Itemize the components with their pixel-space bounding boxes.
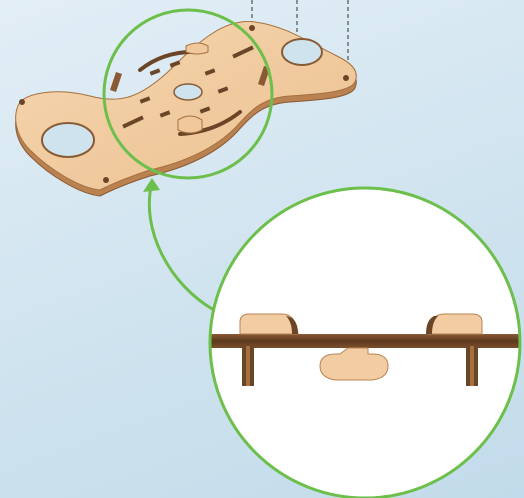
screw-hole <box>19 99 25 105</box>
leg-left-highlight <box>246 346 250 386</box>
detail-view <box>200 188 524 498</box>
callout-arrow-line <box>149 182 214 310</box>
screw-hole <box>343 75 349 81</box>
leg-right-highlight <box>470 346 474 386</box>
motor-hole-right <box>282 39 322 65</box>
slot <box>150 68 161 75</box>
callout-arrow-head <box>143 178 160 192</box>
screw-hole <box>103 177 109 183</box>
center-hole <box>174 84 202 100</box>
screw-hole <box>249 25 255 31</box>
callout-arrow <box>143 178 214 310</box>
tab-connector <box>186 43 208 54</box>
frame-plate <box>16 22 357 196</box>
motor-hole-left <box>42 123 94 157</box>
tab-leg <box>110 72 122 92</box>
plate-cross-section <box>200 334 524 348</box>
tab-connector <box>178 116 202 133</box>
